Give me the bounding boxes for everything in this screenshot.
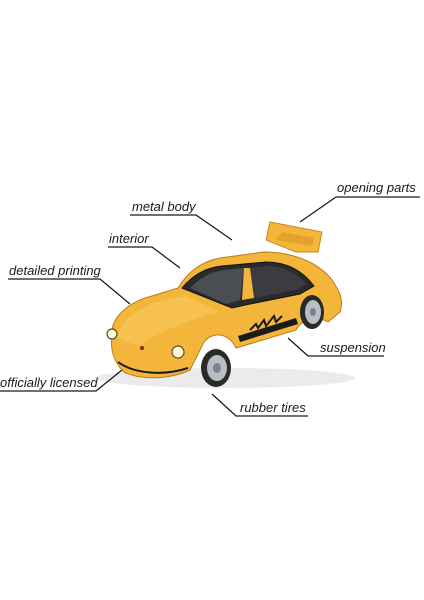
side-window — [250, 266, 306, 298]
lid-inner — [276, 232, 314, 246]
callout-detailed-printing: detailed printing — [9, 263, 101, 278]
leader-opening-parts — [299, 196, 337, 223]
leader-metal-body — [130, 214, 233, 241]
callout-rubber-tires: rubber tires — [240, 400, 306, 415]
headlight-left — [106, 328, 118, 340]
callout-suspension: suspension — [320, 340, 386, 355]
side-stripe — [238, 318, 298, 342]
front-wheel — [201, 349, 231, 387]
callout-metal-body: metal body — [132, 199, 196, 214]
side-print-pattern — [249, 313, 283, 331]
leader-suspension — [287, 337, 384, 357]
front-bumper — [117, 361, 189, 374]
hood-badge — [140, 346, 144, 350]
leader-detailed-printing — [8, 278, 131, 305]
b-pillar — [242, 268, 254, 300]
rear-wheel — [300, 295, 324, 329]
hood-highlight — [116, 296, 220, 346]
callout-officially-licensed: officially licensed — [0, 375, 98, 390]
headlight-right — [171, 345, 185, 359]
leader-interior — [108, 246, 181, 269]
callout-interior: interior — [109, 231, 149, 246]
windshield — [190, 268, 244, 304]
callout-opening-parts: opening parts — [337, 180, 416, 195]
leader-rubber-tires — [211, 393, 308, 417]
leader-officially-licensed — [0, 369, 123, 392]
